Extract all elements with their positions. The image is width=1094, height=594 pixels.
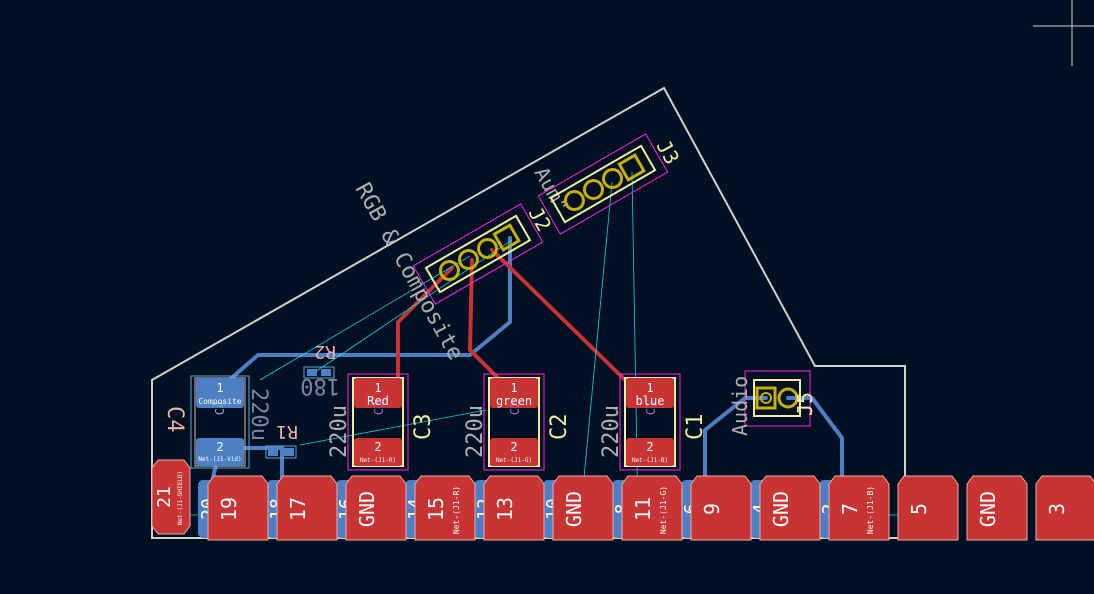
edge-pad-front-17[interactable]: 17 xyxy=(276,475,338,541)
c1-fab-label: C1 xyxy=(644,401,658,415)
edge-pad-21[interactable]: 21 Net-(J1-SHIELD) xyxy=(151,459,191,535)
svg-text:1: 1 xyxy=(216,381,223,395)
connector-j3[interactable] xyxy=(537,133,669,235)
edge-pad-front-number: GND xyxy=(769,491,793,527)
edge-pad-front-number: GND xyxy=(976,491,1000,527)
edge-pad-front-13[interactable]: 13 xyxy=(483,475,545,541)
edge-pad-front-7[interactable]: 7 Net-(J1-B) xyxy=(828,475,890,541)
edge-pad-front-number: GND xyxy=(355,491,379,527)
edge-pad-front-number: 9 xyxy=(700,503,724,515)
c3-fab-label: C3 xyxy=(372,401,386,415)
svg-text:2: 2 xyxy=(374,440,381,454)
svg-text:2: 2 xyxy=(510,440,517,454)
c1-value-label: 220u xyxy=(599,405,624,458)
edge-pad-front-5[interactable]: 5 xyxy=(897,475,959,541)
svg-text:1: 1 xyxy=(510,381,517,395)
c2-value-label: 220u xyxy=(463,405,488,458)
r2-ref-label: R2 xyxy=(314,341,336,362)
edge-pad-front-number: 5 xyxy=(907,503,931,515)
capacitor-c3[interactable]: C3 1 Red 2 Net-(J1-R) xyxy=(347,373,409,471)
c1-pad2-net: Net-(J1-B) xyxy=(632,457,668,464)
edge-pad-front-3[interactable]: 3 xyxy=(1035,475,1094,541)
c1-ref-label: C1 xyxy=(683,414,708,441)
r1-ref-label: R1 xyxy=(276,421,298,442)
svg-text:1: 1 xyxy=(374,381,381,395)
edge-pad-front-number: 13 xyxy=(493,497,517,521)
c4-pad1-net: Composite xyxy=(198,397,242,406)
edge-pad-front-19[interactable]: 19 xyxy=(207,475,269,541)
capacitor-c2[interactable]: C2 1 green 2 Net-(J1-G) xyxy=(483,373,545,471)
c3-ref-label: C3 xyxy=(411,414,436,441)
edge-pad-front-number: 17 xyxy=(286,497,310,521)
c4-fab-label: C4 xyxy=(213,401,227,415)
c3-pad2-net: Net-(J1-R) xyxy=(360,457,396,464)
edge-pad-front-15[interactable]: 15 Net-(J1-R) xyxy=(414,475,476,541)
c2-pad1-net: green xyxy=(496,394,532,408)
svg-text:2: 2 xyxy=(216,440,223,454)
edge-connector-front-pads: 19 17 GND 15 Net-(J1-R) 13 GND 11 Net-(J1-G) 9 GND… xyxy=(207,475,1094,541)
audio-label: Audio xyxy=(728,376,752,436)
c2-pad2-net: Net-(J1-G) xyxy=(496,457,532,464)
c4-value-label: 220u xyxy=(246,388,271,441)
resistor-r1[interactable] xyxy=(265,445,297,459)
resistor-r2[interactable] xyxy=(303,366,335,379)
pad21-net: Net-(J1-SHIELD) xyxy=(177,471,184,525)
edge-pad-front-number: 19 xyxy=(217,497,241,521)
c1-pad1-net: blue xyxy=(636,394,665,408)
edge-pad-front-number: GND xyxy=(562,491,586,527)
edge-pad-front-number: 7 xyxy=(838,503,862,515)
pad21-number: 21 xyxy=(154,486,175,508)
c3-value-label: 220u xyxy=(327,405,352,458)
edge-pad-front-net: Net-(J1-R) xyxy=(452,486,461,534)
edge-pad-front-net: Net-(J1-G) xyxy=(659,486,668,534)
connector-j2[interactable] xyxy=(412,203,544,305)
j5-ref-label: J5 xyxy=(793,392,817,416)
c4-pad2-net: Net-(J1-Vid) xyxy=(198,456,241,463)
svg-text:2: 2 xyxy=(646,440,653,454)
edge-pad-front-number: 11 xyxy=(631,497,655,521)
c4-ref-label: C4 xyxy=(162,406,187,433)
capacitor-c1[interactable]: C1 1 blue 2 Net-(J1-B) xyxy=(619,373,681,471)
edge-pad-front-11[interactable]: 11 Net-(J1-G) xyxy=(621,475,683,541)
edge-pad-front-gnd[interactable]: GND xyxy=(759,475,821,541)
connector-j5[interactable] xyxy=(744,370,811,427)
r2-value-label: 180 xyxy=(300,373,340,398)
edge-pad-front-number: 3 xyxy=(1045,503,1069,515)
edge-pad-front-9[interactable]: 9 xyxy=(690,475,752,541)
edge-pad-front-gnd[interactable]: GND xyxy=(345,475,407,541)
board-outline xyxy=(151,86,906,539)
edge-pad-front-gnd[interactable]: GND xyxy=(552,475,614,541)
svg-text:1: 1 xyxy=(646,381,653,395)
edge-pad-front-number: 15 xyxy=(424,497,448,521)
cursor-crosshair xyxy=(1033,0,1094,66)
edge-pad-front-net: Net-(J1-B) xyxy=(866,486,875,534)
c2-ref-label: C2 xyxy=(547,414,572,441)
c3-pad1-net: Red xyxy=(367,394,389,408)
c2-fab-label: C2 xyxy=(508,401,522,415)
capacitor-c4[interactable]: C4 1 Composite 2 Net-(J1-Vid) xyxy=(190,375,250,469)
edge-pad-front-gnd[interactable]: GND xyxy=(966,475,1028,541)
